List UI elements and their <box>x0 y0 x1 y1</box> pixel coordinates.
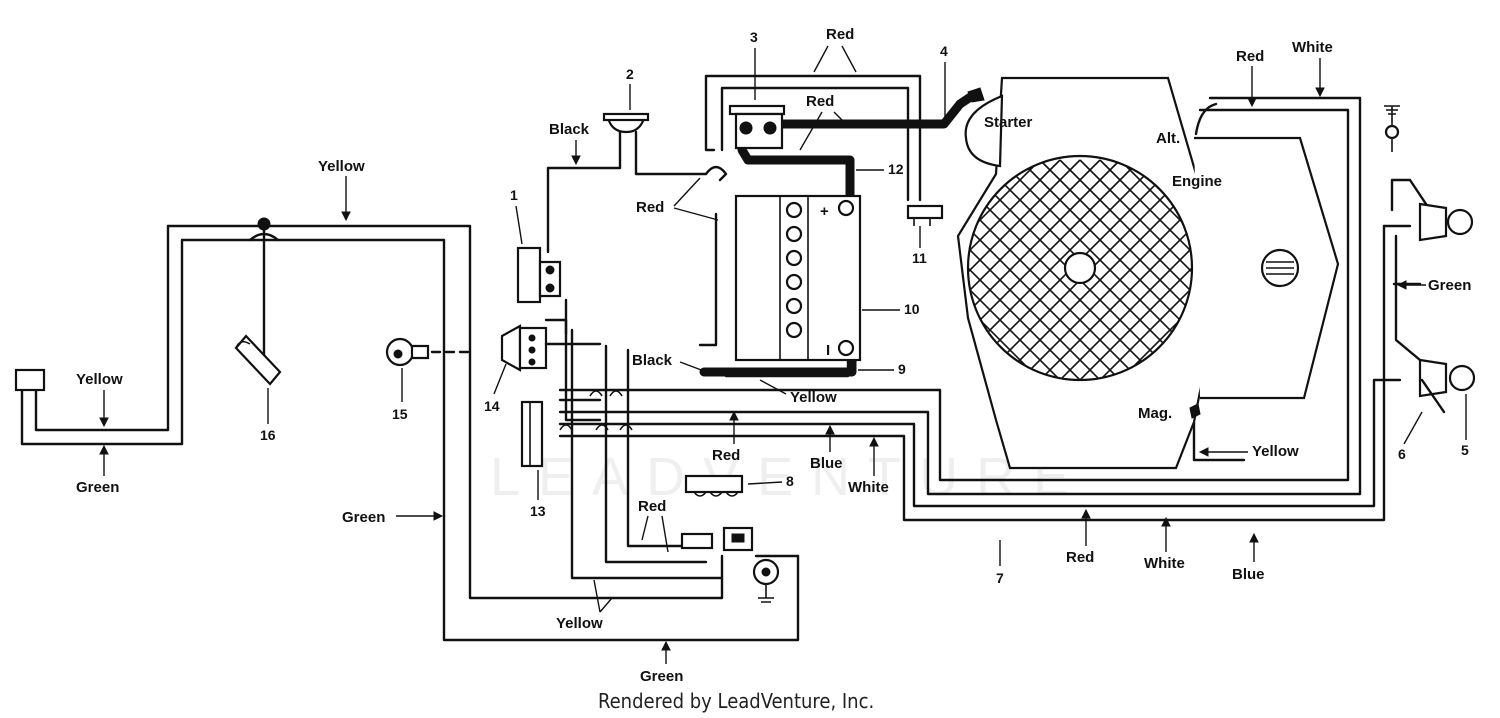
credit-text: Rendered by LeadVenture, Inc. <box>598 689 874 713</box>
left-harness <box>20 217 800 642</box>
label-yellow-top: Yellow <box>318 158 365 175</box>
headlight-upper <box>1418 202 1474 242</box>
label-red-bottom: Red <box>1066 549 1094 566</box>
label-red-top: Red <box>826 26 854 43</box>
seat-switch <box>234 334 282 386</box>
part-number-16: 16 <box>260 427 276 443</box>
label-red-right-top: Red <box>1236 48 1264 65</box>
ammeter-gauge <box>602 112 650 134</box>
ignition-switch <box>500 324 602 372</box>
battery-cells <box>785 201 803 339</box>
harness-connectors <box>680 526 754 552</box>
battery: + I <box>734 194 862 362</box>
label-green-bottom: Green <box>640 668 683 685</box>
part-number-10: 10 <box>904 301 920 317</box>
part-number-3: 3 <box>750 29 758 45</box>
part-number-5: 5 <box>1461 442 1469 458</box>
battery-minus-label: I <box>826 342 830 359</box>
label-green-right: Green <box>1428 277 1471 294</box>
part-number-14: 14 <box>484 398 500 414</box>
label-mag: Mag. <box>1138 405 1172 422</box>
center-harness <box>544 74 1432 580</box>
key-switch <box>385 337 472 367</box>
engine <box>956 76 1340 470</box>
splice-dot <box>257 217 271 231</box>
part-number-12: 12 <box>888 161 904 177</box>
label-green-mid: Green <box>342 509 385 526</box>
pto-switch <box>516 246 562 304</box>
label-yellow-right: Yellow <box>1252 443 1299 460</box>
label-red-batt: Red <box>806 93 834 110</box>
voltage-regulator <box>684 474 744 497</box>
label-white-bottom: White <box>1144 555 1185 572</box>
part-number-8: 8 <box>786 473 794 489</box>
ground-switch <box>752 554 800 603</box>
brake-switch <box>520 400 544 468</box>
part-number-2: 2 <box>626 66 634 82</box>
part-number-9: 9 <box>898 361 906 377</box>
label-red-mid: Red <box>712 447 740 464</box>
part-number-11: 11 <box>912 250 927 266</box>
watermark-text: LEADVENTURE <box>490 447 1087 507</box>
label-yellow-left: Yellow <box>76 371 123 388</box>
label-engine: Engine <box>1172 173 1222 190</box>
label-yellow-bottom: Yellow <box>556 615 603 632</box>
label-yellow-mid: Yellow <box>790 389 837 406</box>
battery-plus-label: + <box>820 203 829 220</box>
label-black-mid: Black <box>632 352 673 369</box>
part-number-6: 6 <box>1398 446 1406 462</box>
label-blue-mid: Blue <box>810 455 843 472</box>
part-number-7: 7 <box>996 570 1004 586</box>
label-white-mid: White <box>848 479 889 496</box>
label-red-loop: Red <box>636 199 664 216</box>
headlight-lower <box>1418 358 1476 414</box>
part-number-1: 1 <box>510 187 518 203</box>
label-blue-bottom: Blue <box>1232 566 1265 583</box>
starter-cable <box>765 89 980 129</box>
label-alt: Alt. <box>1156 130 1180 147</box>
inline-connector <box>906 204 944 226</box>
connector-plug <box>14 368 46 392</box>
label-red-lower: Red <box>638 498 666 515</box>
label-black-top: Black <box>549 121 590 138</box>
ground-symbol <box>1384 105 1400 152</box>
starter-solenoid <box>728 104 786 150</box>
label-green-left: Green <box>76 479 119 496</box>
label-starter: Starter <box>984 114 1033 131</box>
battery-positive-cable <box>737 145 855 211</box>
part-number-15: 15 <box>392 406 408 422</box>
label-white-right-top: White <box>1292 39 1333 56</box>
part-number-13: 13 <box>530 503 546 519</box>
part-number-4: 4 <box>940 43 948 59</box>
